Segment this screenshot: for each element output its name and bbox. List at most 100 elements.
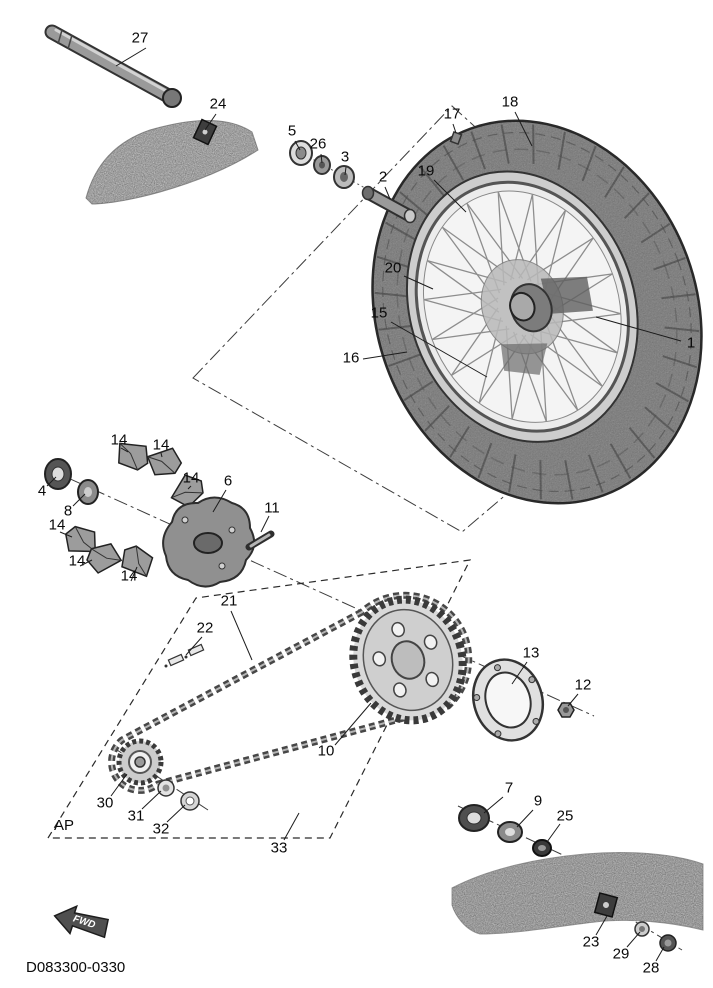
leader-14-4 xyxy=(59,531,73,538)
leader-15 xyxy=(390,321,488,378)
part-3-collar xyxy=(333,165,355,189)
leader-19 xyxy=(433,179,467,213)
part-13-retainer xyxy=(472,658,544,742)
callout-14-6: 14 xyxy=(121,568,138,585)
leader-7 xyxy=(483,796,504,814)
hub-hardware-left xyxy=(500,343,548,375)
part-28-nut xyxy=(659,934,677,952)
callout-14-1: 14 xyxy=(111,432,128,449)
leader-6 xyxy=(212,489,227,513)
part-17-nipple xyxy=(449,130,463,146)
leader-26 xyxy=(320,153,323,164)
callout-29: 29 xyxy=(613,946,630,963)
leader-16 xyxy=(362,351,408,360)
leader-32 xyxy=(166,804,186,823)
callout-23: 23 xyxy=(583,934,600,951)
leader-14-5 xyxy=(79,559,93,567)
leader-31 xyxy=(141,790,162,810)
swingarm-lower-section xyxy=(451,851,704,935)
leader-22 xyxy=(185,636,203,656)
part-6-sprocket-hub xyxy=(162,496,256,588)
leader-9 xyxy=(516,809,534,828)
callout-16: 16 xyxy=(343,350,360,367)
part-11-stud xyxy=(245,530,275,551)
callout-30: 30 xyxy=(97,795,114,812)
leader-18 xyxy=(514,111,533,147)
callout-28: 28 xyxy=(643,960,660,977)
leader-10 xyxy=(334,702,372,746)
callout-1: 1 xyxy=(687,335,695,352)
callout-33: 33 xyxy=(271,840,288,857)
callout-25: 25 xyxy=(557,808,574,825)
part-23-plate xyxy=(593,892,619,918)
leader-4 xyxy=(46,476,57,487)
callout-31: 31 xyxy=(128,808,145,825)
part-22-chain-joint xyxy=(164,643,205,668)
callout-21: 21 xyxy=(221,593,238,610)
leader-28 xyxy=(655,946,665,962)
callout-18: 18 xyxy=(502,94,519,111)
part-9-seal xyxy=(497,821,523,843)
callout-3: 3 xyxy=(341,149,349,166)
leader-24 xyxy=(204,113,217,131)
part-30-drive-sprocket xyxy=(116,738,164,786)
part-24-plate xyxy=(192,118,218,146)
callout-22: 22 xyxy=(197,620,214,637)
callout-24: 24 xyxy=(210,96,227,113)
part-7-bearing xyxy=(458,804,490,832)
part-10-driven-sprocket xyxy=(349,595,467,725)
leader-14-2 xyxy=(160,452,163,458)
leader-12 xyxy=(567,693,579,707)
callout-15: 15 xyxy=(371,305,388,322)
leader-30 xyxy=(110,773,128,797)
callout-7: 7 xyxy=(505,780,513,797)
callout-14-4: 14 xyxy=(49,517,66,534)
leader-14-1 xyxy=(120,447,129,453)
callout-4: 4 xyxy=(38,483,46,500)
callout-2: 2 xyxy=(379,169,387,186)
leader-2 xyxy=(384,186,391,200)
callout-14-5: 14 xyxy=(69,553,86,570)
part-27-axle xyxy=(44,24,182,108)
rear-wheel xyxy=(319,74,713,550)
ap-box-label: AP xyxy=(54,817,74,834)
leader-33 xyxy=(283,812,300,841)
callout-12: 12 xyxy=(575,677,592,694)
callout-labels: 27 24 5 26 3 2 17 18 19 20 15 16 1 4 8 1… xyxy=(38,30,695,977)
fwd-arrow: FWD xyxy=(53,904,110,939)
leader-25 xyxy=(546,823,561,843)
callout-14-3: 14 xyxy=(183,470,200,487)
diagram-code: D083300-0330 xyxy=(26,959,125,976)
leader-1 xyxy=(595,316,682,342)
part-12-nut xyxy=(557,702,575,718)
hub-hardware-right xyxy=(540,276,593,314)
callout-17: 17 xyxy=(444,106,461,123)
leader-3 xyxy=(344,166,347,176)
part-14-dampers xyxy=(64,442,204,578)
part-26-collar xyxy=(313,155,331,175)
callout-14-2: 14 xyxy=(153,437,170,454)
callout-6: 6 xyxy=(224,473,232,490)
part-2-spacer xyxy=(361,185,417,224)
leader-5 xyxy=(294,140,301,151)
leader-14-6 xyxy=(130,566,138,582)
leader-lines xyxy=(46,47,682,962)
callout-26: 26 xyxy=(310,136,327,153)
leader-21 xyxy=(230,610,253,661)
part-32-washer xyxy=(180,791,200,811)
leader-29 xyxy=(626,931,641,948)
leader-27 xyxy=(115,47,147,67)
callout-8: 8 xyxy=(64,503,72,520)
callout-10: 10 xyxy=(318,743,335,760)
part-5-washer xyxy=(289,140,313,166)
swingarm-upper-section xyxy=(85,119,259,205)
leader-13 xyxy=(511,661,528,685)
leader-20 xyxy=(403,275,434,290)
leader-14-3 xyxy=(187,485,192,490)
callout-20: 20 xyxy=(385,260,402,277)
part-29-washer xyxy=(634,921,650,937)
callout-19: 19 xyxy=(418,163,435,180)
part-8-seal xyxy=(77,479,99,505)
